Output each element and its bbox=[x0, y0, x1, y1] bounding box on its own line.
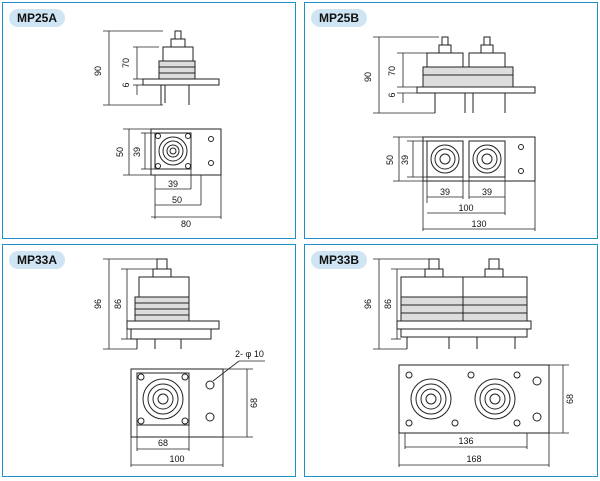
mp25a-plan-view bbox=[150, 128, 222, 176]
dim-height-total: 90 bbox=[93, 66, 103, 76]
panel-mp33b: MP33B 96 86 bbox=[304, 244, 598, 477]
mp33b-plan-dims bbox=[398, 364, 569, 467]
dim-width-b: 39 bbox=[482, 187, 492, 197]
mp25b-side-view bbox=[416, 36, 536, 113]
mp33a-plan-dims bbox=[130, 360, 265, 467]
dim-height-total: 90 bbox=[363, 72, 373, 82]
panel-title: MP33B bbox=[311, 251, 368, 269]
dim-height-inner: 86 bbox=[113, 299, 123, 309]
dim-plan-height-inner: 39 bbox=[400, 155, 410, 165]
panel-mp33a: MP33A 96 86 bbox=[2, 244, 296, 477]
dim-height-base: 6 bbox=[387, 92, 397, 97]
dim-width-mid: 100 bbox=[458, 203, 473, 213]
dim-plan-height-inner: 39 bbox=[132, 147, 142, 157]
mp33b-drawing: 96 86 bbox=[363, 258, 575, 467]
dim-width-outer: 168 bbox=[466, 454, 481, 464]
mp25a-side-dims bbox=[103, 30, 163, 106]
dim-plan-height: 68 bbox=[249, 398, 259, 408]
mp33b-side-dims bbox=[373, 258, 429, 350]
mp33a-drawing: 96 86 2- φ bbox=[93, 258, 265, 467]
mp33b-side-view bbox=[396, 258, 532, 349]
dim-height-upper: 70 bbox=[121, 58, 131, 68]
panel-title: MP25A bbox=[9, 9, 66, 27]
dim-width-outer: 100 bbox=[169, 454, 184, 464]
dim-width-inner: 68 bbox=[158, 438, 168, 448]
panel-mp25b: MP25B 90 70 6 bbox=[304, 2, 598, 239]
mp25b-drawing: 90 70 6 bbox=[363, 36, 536, 231]
dim-height-total: 96 bbox=[93, 299, 103, 309]
dim-plan-height: 68 bbox=[565, 394, 575, 404]
dim-width-a: 39 bbox=[440, 187, 450, 197]
dim-height-base: 6 bbox=[121, 82, 131, 87]
mp25a-drawing: 90 70 6 bbox=[93, 30, 222, 229]
mp25b-side-dims bbox=[373, 36, 439, 114]
mp25b-plan-view bbox=[422, 136, 536, 182]
mp25b-plan-dims bbox=[393, 136, 536, 231]
dim-width-inner: 39 bbox=[168, 179, 178, 189]
mp25a-side-view bbox=[142, 30, 220, 105]
panel-mp25a: MP25A 90 70 6 bbox=[2, 2, 296, 239]
mp33a-plan-view bbox=[130, 368, 224, 438]
mp25a-plan-dims bbox=[123, 128, 222, 219]
dim-plan-height-outer: 50 bbox=[385, 155, 395, 165]
dim-height-upper: 70 bbox=[387, 66, 397, 76]
dim-height-inner: 86 bbox=[383, 299, 393, 309]
dim-width-mid: 50 bbox=[172, 195, 182, 205]
dim-plan-height-outer: 50 bbox=[115, 147, 125, 157]
dim-width-outer: 80 bbox=[181, 219, 191, 229]
dim-height-total: 96 bbox=[363, 299, 373, 309]
panel-title: MP25B bbox=[311, 9, 368, 27]
mp33b-plan-view bbox=[398, 364, 550, 434]
mp33a-side-view bbox=[126, 258, 220, 349]
dim-width-outer: 130 bbox=[471, 219, 486, 229]
mp33a-side-dims bbox=[103, 258, 157, 350]
dim-hole-note: 2- φ 10 bbox=[235, 349, 264, 359]
dim-width-inner: 136 bbox=[458, 436, 473, 446]
panel-title: MP33A bbox=[9, 251, 66, 269]
